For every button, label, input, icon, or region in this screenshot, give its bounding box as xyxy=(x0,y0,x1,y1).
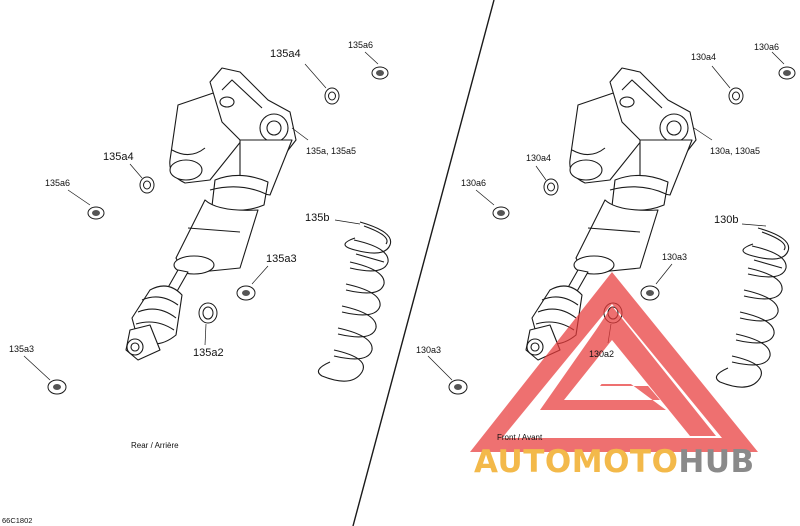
label-130a6-left: 130a6 xyxy=(461,178,487,188)
label-135b: 135b xyxy=(305,212,330,224)
rear-spring xyxy=(317,221,392,382)
label-130a2: 130a2 xyxy=(589,349,615,359)
label-135a4-top: 135a4 xyxy=(270,48,301,60)
caption-rear: Rear / Arrière xyxy=(131,441,179,450)
label-135a6-top: 135a6 xyxy=(348,40,374,50)
watermark-auto: AUTO xyxy=(474,444,572,480)
bushing-130a3-left xyxy=(448,379,468,395)
nut-135a6-left xyxy=(87,206,105,220)
label-135a2: 135a2 xyxy=(193,347,224,359)
label-130a-130a5: 130a, 130a5 xyxy=(710,146,761,156)
label-135a-135a5: 135a, 135a5 xyxy=(306,146,357,156)
panel-divider xyxy=(352,0,495,526)
watermark-hub: HUB xyxy=(678,444,755,480)
bushing-135a3-right xyxy=(236,285,256,301)
label-130a4-mid: 130a4 xyxy=(526,153,552,163)
watermark-text: AUTOMOTOHUB xyxy=(474,444,755,480)
label-135a6-left: 135a6 xyxy=(45,178,71,188)
label-130a4-top: 130a4 xyxy=(691,52,717,62)
bushing-135a3-left xyxy=(47,379,67,395)
bushing-130a3-right xyxy=(640,285,660,301)
front-spring xyxy=(715,227,790,388)
watermark-logo xyxy=(470,272,758,452)
label-130b: 130b xyxy=(714,214,739,226)
label-130a3-right: 130a3 xyxy=(662,252,688,262)
label-135a4-mid: 135a4 xyxy=(103,151,134,163)
label-130a6-top: 130a6 xyxy=(754,42,780,52)
watermark-moto: MOTO xyxy=(571,444,679,480)
label-135a3-right: 135a3 xyxy=(266,253,297,265)
nut-130a6-top xyxy=(778,66,796,80)
nut-135a6-top xyxy=(371,66,389,80)
spacer-135a2 xyxy=(198,302,218,324)
label-130a3-left: 130a3 xyxy=(416,345,442,355)
caption-front: Front / Avant xyxy=(497,433,543,442)
label-135a3-left: 135a3 xyxy=(9,344,35,354)
nut-130a6-left xyxy=(492,206,510,220)
diagram-code: 66C1802 xyxy=(2,516,33,525)
